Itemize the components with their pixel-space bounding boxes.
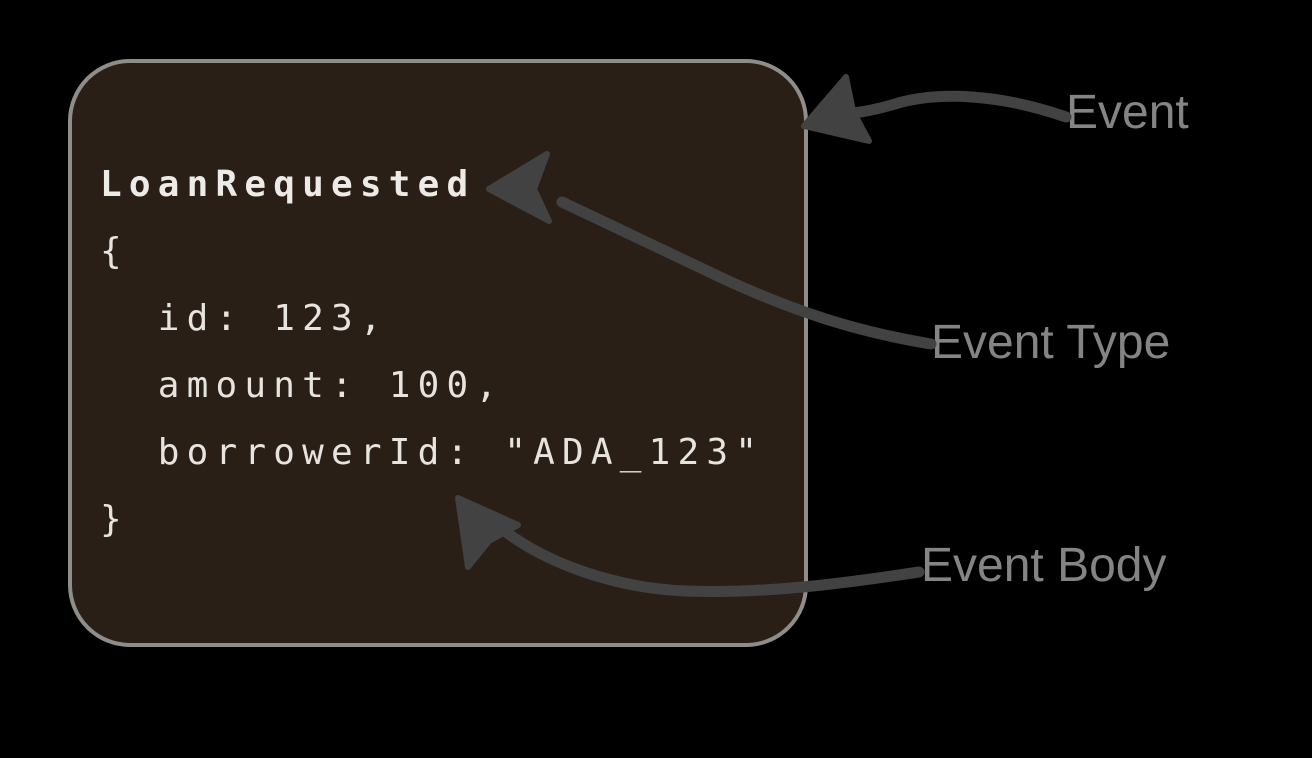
- event-arrow: [801, 74, 1072, 144]
- event-code-block: LoanRequested { id: 123, amount: 100, bo…: [72, 63, 804, 553]
- event-body-text: { id: 123, amount: 100, borrowerId: "ADA…: [100, 231, 765, 540]
- event-card: LoanRequested { id: 123, amount: 100, bo…: [68, 59, 808, 647]
- label-event-body: Event Body: [921, 539, 1167, 592]
- event-arrow-line: [846, 90, 1072, 123]
- event-arrowhead-icon: [801, 74, 872, 144]
- label-event-type: Event Type: [931, 316, 1171, 369]
- event-type-text: LoanRequested: [100, 164, 476, 205]
- label-event: Event: [1066, 86, 1189, 139]
